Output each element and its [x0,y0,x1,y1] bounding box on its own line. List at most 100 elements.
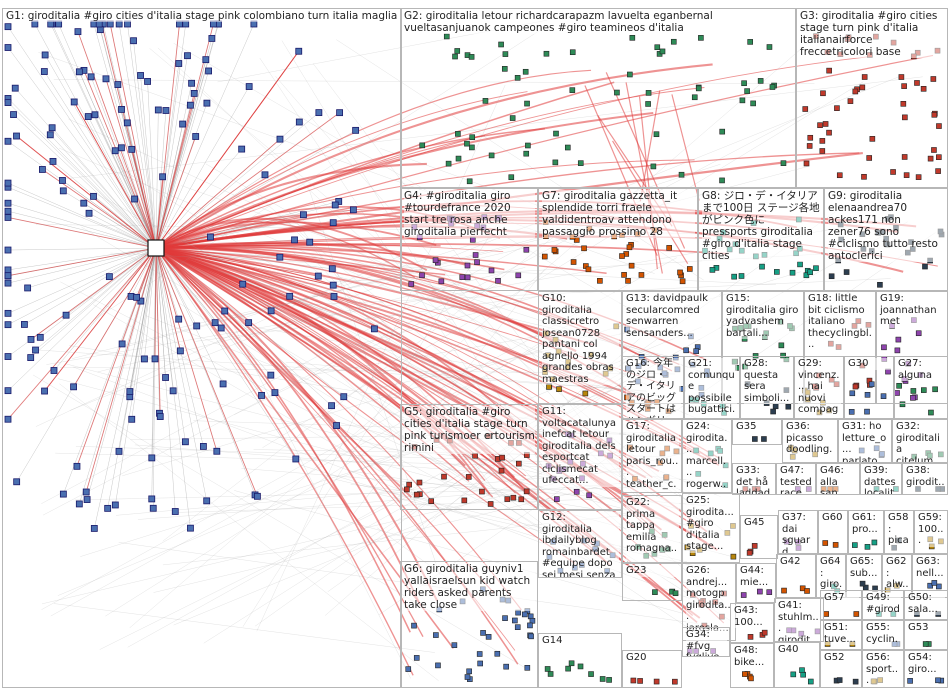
graph-node [466,178,473,185]
graph-node [820,90,826,97]
background-edge [53,79,815,84]
intra-edge [127,23,157,249]
group-label-g41: G41: stuhlm... girodit... [778,600,821,641]
group-box-g35: G35 [732,419,782,445]
graph-node [315,109,323,117]
group-label-g14: G14 [542,635,619,647]
graph-node [748,675,754,682]
group-box-g49: G49: #girod... [862,590,904,620]
graph-node [799,667,805,673]
graph-node [900,101,907,107]
graph-node [585,266,592,273]
group-label-g8: G8: ジロ・デ・イタリアまで100日 ステージ各地がピンク色に presspo… [702,190,821,262]
graph-node [518,496,525,503]
graph-node [137,297,145,305]
graph-node [267,371,275,379]
graph-node [4,279,12,287]
graph-node [13,132,20,140]
graph-node [932,386,938,393]
graph-node [790,671,797,678]
intra-edge [86,247,157,500]
graph-node [80,199,88,207]
graph-node [852,88,859,95]
graph-node [202,56,210,64]
graph-node [175,315,183,323]
graph-node [499,454,505,461]
graph-node [599,676,606,682]
graph-node [719,177,725,184]
graph-node [466,668,472,675]
graph-node [747,634,754,640]
graph-node [686,266,693,272]
group-box-g30: G30 [844,356,894,419]
group-box-g55: G55: cyclin... [862,620,904,650]
graph-node [59,177,66,184]
background-edge [242,217,502,627]
graph-node [514,75,521,81]
graph-node [4,353,12,360]
group-label-g40: G40 [778,644,817,656]
graph-node [148,454,156,462]
group-label-g31: G31: ho letture_o... parlato... [842,421,889,462]
background-edge [350,484,409,492]
background-edge [129,22,832,629]
graph-node [186,101,194,109]
hub-edge [155,50,300,249]
inter-group-edge [155,220,416,278]
graph-node [221,307,229,315]
graph-node [24,284,32,292]
group-box-g4: G4: #giroditalia giro #tourdefrance 2020… [400,188,538,291]
group-label-g32: G32: giroditalia citelum... [896,421,945,462]
intra-edge [7,210,157,249]
graph-node [441,473,447,480]
graph-node [469,134,476,141]
graph-node [245,319,253,327]
group-label-g5: G5: giroditalia #giro cities d'italia st… [404,406,538,454]
graph-node [413,655,420,661]
group-label-g34: G34: #fvg fvglive [686,629,727,656]
graph-node [411,622,417,629]
intra-edge [7,102,157,249]
graph-node [920,86,927,92]
inter-group-edge [155,247,576,564]
graph-node [547,671,554,677]
graph-node [111,147,119,155]
graph-node [464,674,471,680]
hub-edge [76,247,157,467]
background-edge [115,470,625,516]
group-box-g37: G37: dai sguard... [778,510,818,554]
graph-node [4,179,12,187]
group-box-g40: G40 [774,642,820,688]
graph-node [276,253,284,261]
graph-node [295,47,303,55]
graph-node [190,90,198,97]
hub-edge [105,78,157,249]
graph-node [49,157,57,165]
group-box-g2: G2: giroditalia letour richardcarapazm l… [400,8,796,188]
intra-edge [27,247,157,289]
group-box-g36: G36: picasso doodling... [782,419,838,463]
graph-node [21,321,28,328]
edge-group [7,20,938,681]
inter-group-edge [155,128,545,249]
graph-node [670,38,677,45]
group-label-g6: G6: giroditalia guyniv1 yallaisraelsun k… [404,563,535,611]
graph-node [159,173,167,181]
graph-node [931,147,937,153]
graph-node [494,650,501,657]
graph-node [4,309,12,317]
group-box-g53: G53 [904,620,948,650]
background-edge [53,603,435,653]
graph-node [59,187,67,195]
graph-node [487,501,494,507]
intra-edge [7,247,157,325]
graph-node [62,311,70,319]
graph-node [74,28,82,36]
intra-edge [155,247,222,329]
graph-node [813,265,819,272]
graph-node [852,678,859,685]
graph-node [902,114,908,121]
graph-node [495,277,501,284]
group-box-g43: G43: 100... [730,603,774,643]
hub-edge [131,149,157,249]
